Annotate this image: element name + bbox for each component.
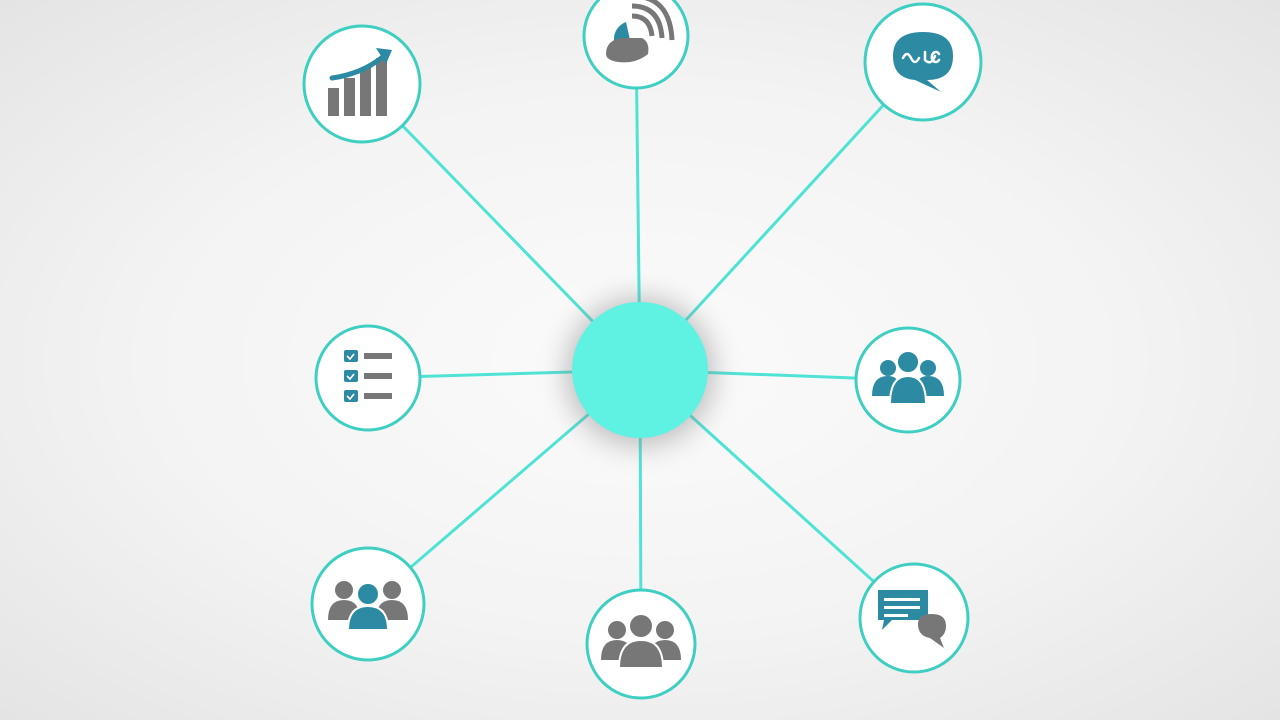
people-icon xyxy=(601,613,681,669)
checklist-icon xyxy=(344,350,392,402)
team-icon xyxy=(872,350,944,405)
central-hub xyxy=(566,298,714,446)
node-broadcast xyxy=(582,0,690,90)
broadcast-icon xyxy=(606,0,675,63)
node-team xyxy=(854,326,962,434)
node-speech-bubble xyxy=(863,2,983,122)
node-growth-chart xyxy=(302,24,422,144)
chat-messages-icon xyxy=(878,590,946,648)
node-people xyxy=(585,588,697,700)
speech-bubble-icon xyxy=(893,32,953,92)
growth-chart-icon xyxy=(328,48,392,116)
node-chat-messages xyxy=(858,562,970,674)
node-checklist xyxy=(314,324,422,432)
group-icon xyxy=(328,581,408,631)
node-group-left xyxy=(310,546,426,662)
